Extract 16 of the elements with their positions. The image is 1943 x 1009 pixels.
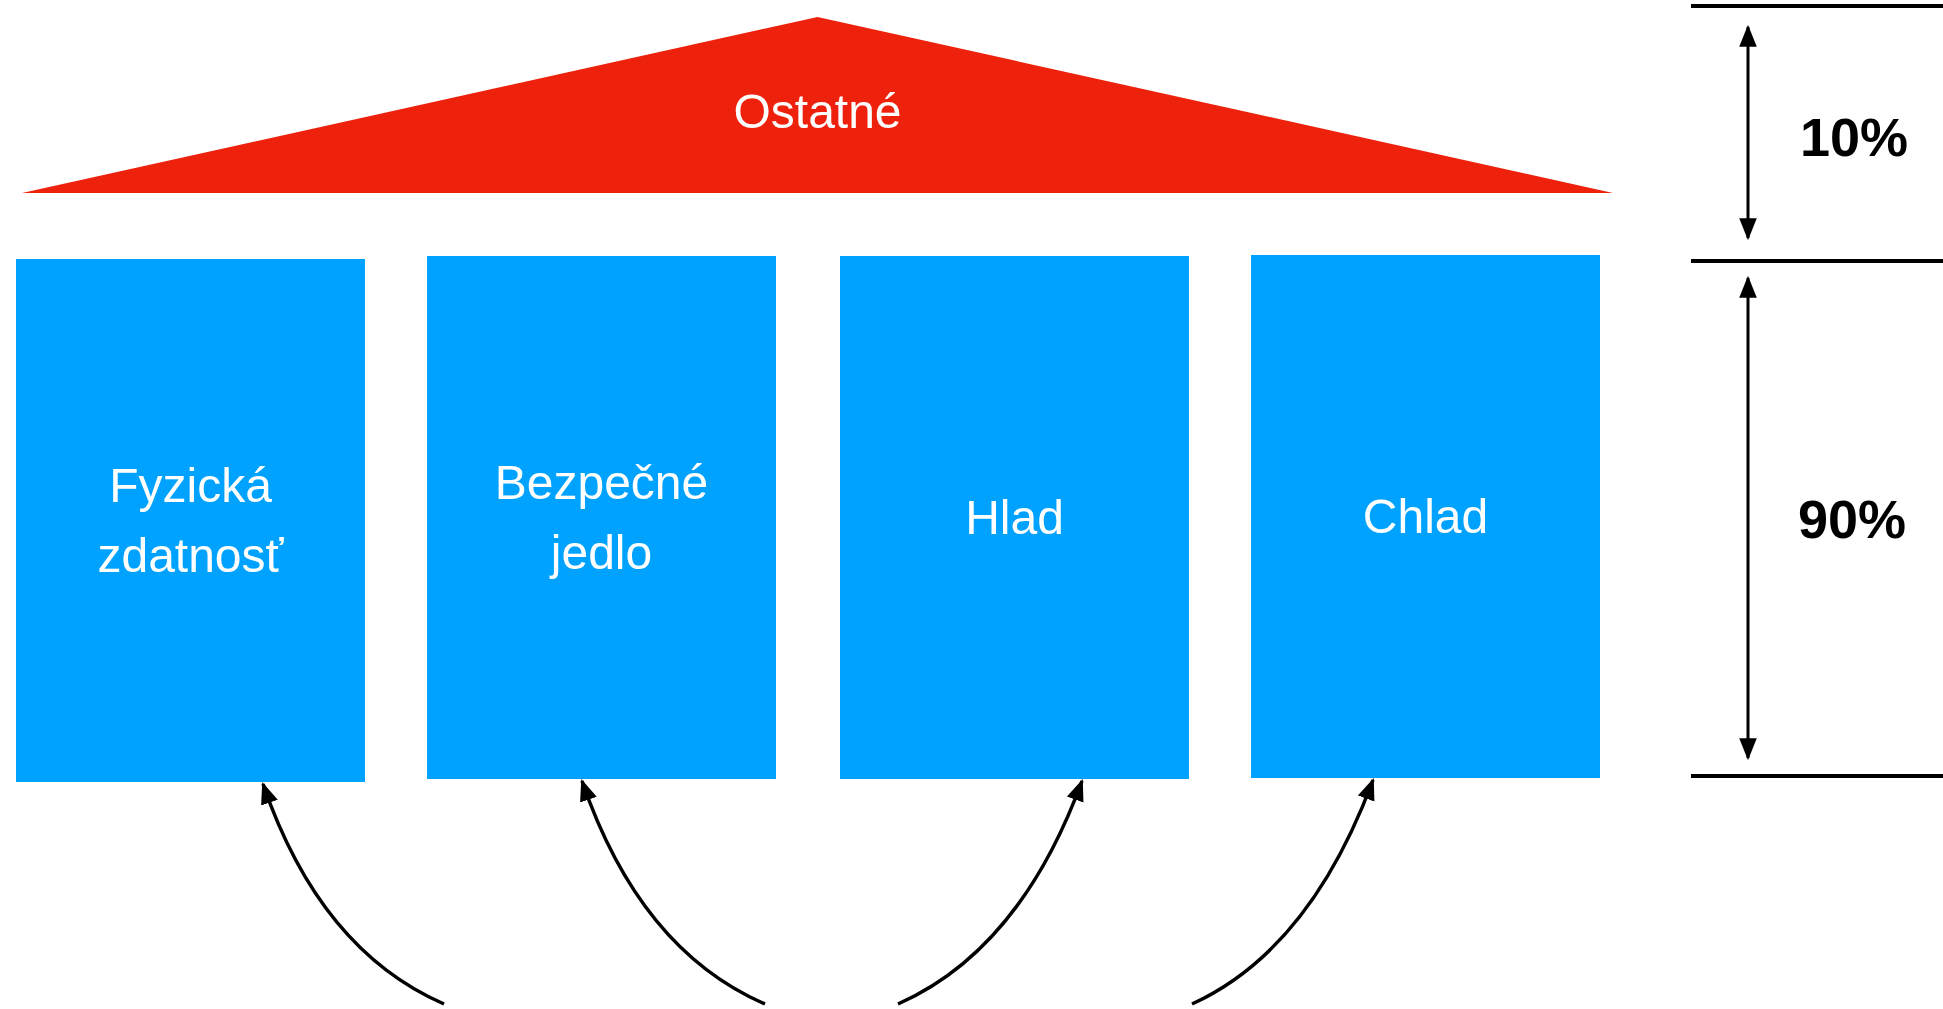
pillar-box <box>1251 255 1600 778</box>
node-label: Ostatné <box>732 84 903 140</box>
node-label: Chlad <box>1362 488 1489 545</box>
dimension-label: 90% <box>1798 488 1907 550</box>
node-label: Bezpečné jedlo <box>493 454 710 581</box>
node-label: Fyzická zdatnosť <box>96 457 285 584</box>
curved-arrow <box>580 778 766 1006</box>
dimension-label: 10% <box>1800 106 1909 168</box>
pillar-box <box>840 256 1189 779</box>
node-label: Hlad <box>965 489 1064 546</box>
pillar-box <box>427 256 776 779</box>
roof-triangle <box>22 17 1613 193</box>
curved-arrow <box>261 781 445 1006</box>
pillar-box <box>16 259 365 782</box>
curved-arrow <box>1191 777 1375 1006</box>
curved-arrow <box>897 778 1084 1006</box>
